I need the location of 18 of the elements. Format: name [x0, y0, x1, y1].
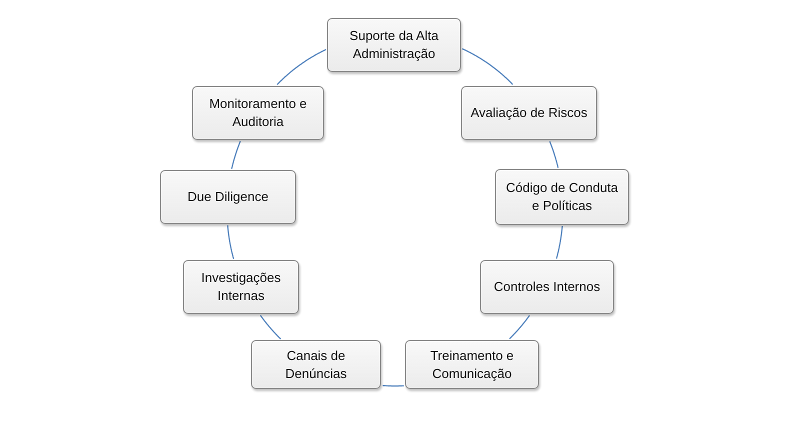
- connector-arc: [276, 48, 326, 86]
- process-box: Avaliação de Riscos: [461, 86, 597, 140]
- process-box: Suporte da Alta Administração: [327, 18, 461, 72]
- process-box: Canais de Denúncias: [251, 340, 381, 389]
- connector-arc: [382, 384, 404, 387]
- process-box: Investigações Internas: [183, 260, 299, 314]
- connector-arc: [227, 225, 234, 260]
- connector-arc: [549, 141, 559, 168]
- connector-arc: [462, 48, 514, 85]
- process-box: Monitoramento e Auditoria: [192, 86, 324, 140]
- process-box: Due Diligence: [160, 170, 296, 224]
- connector-arc: [231, 140, 241, 170]
- connector-arc: [260, 315, 282, 340]
- connector-arc: [556, 226, 563, 259]
- process-box: Treinamento e Comunicação: [405, 340, 539, 389]
- connector-arc: [509, 315, 530, 340]
- process-box: Controles Internos: [480, 260, 614, 314]
- process-box: Código de Conduta e Políticas: [495, 169, 629, 225]
